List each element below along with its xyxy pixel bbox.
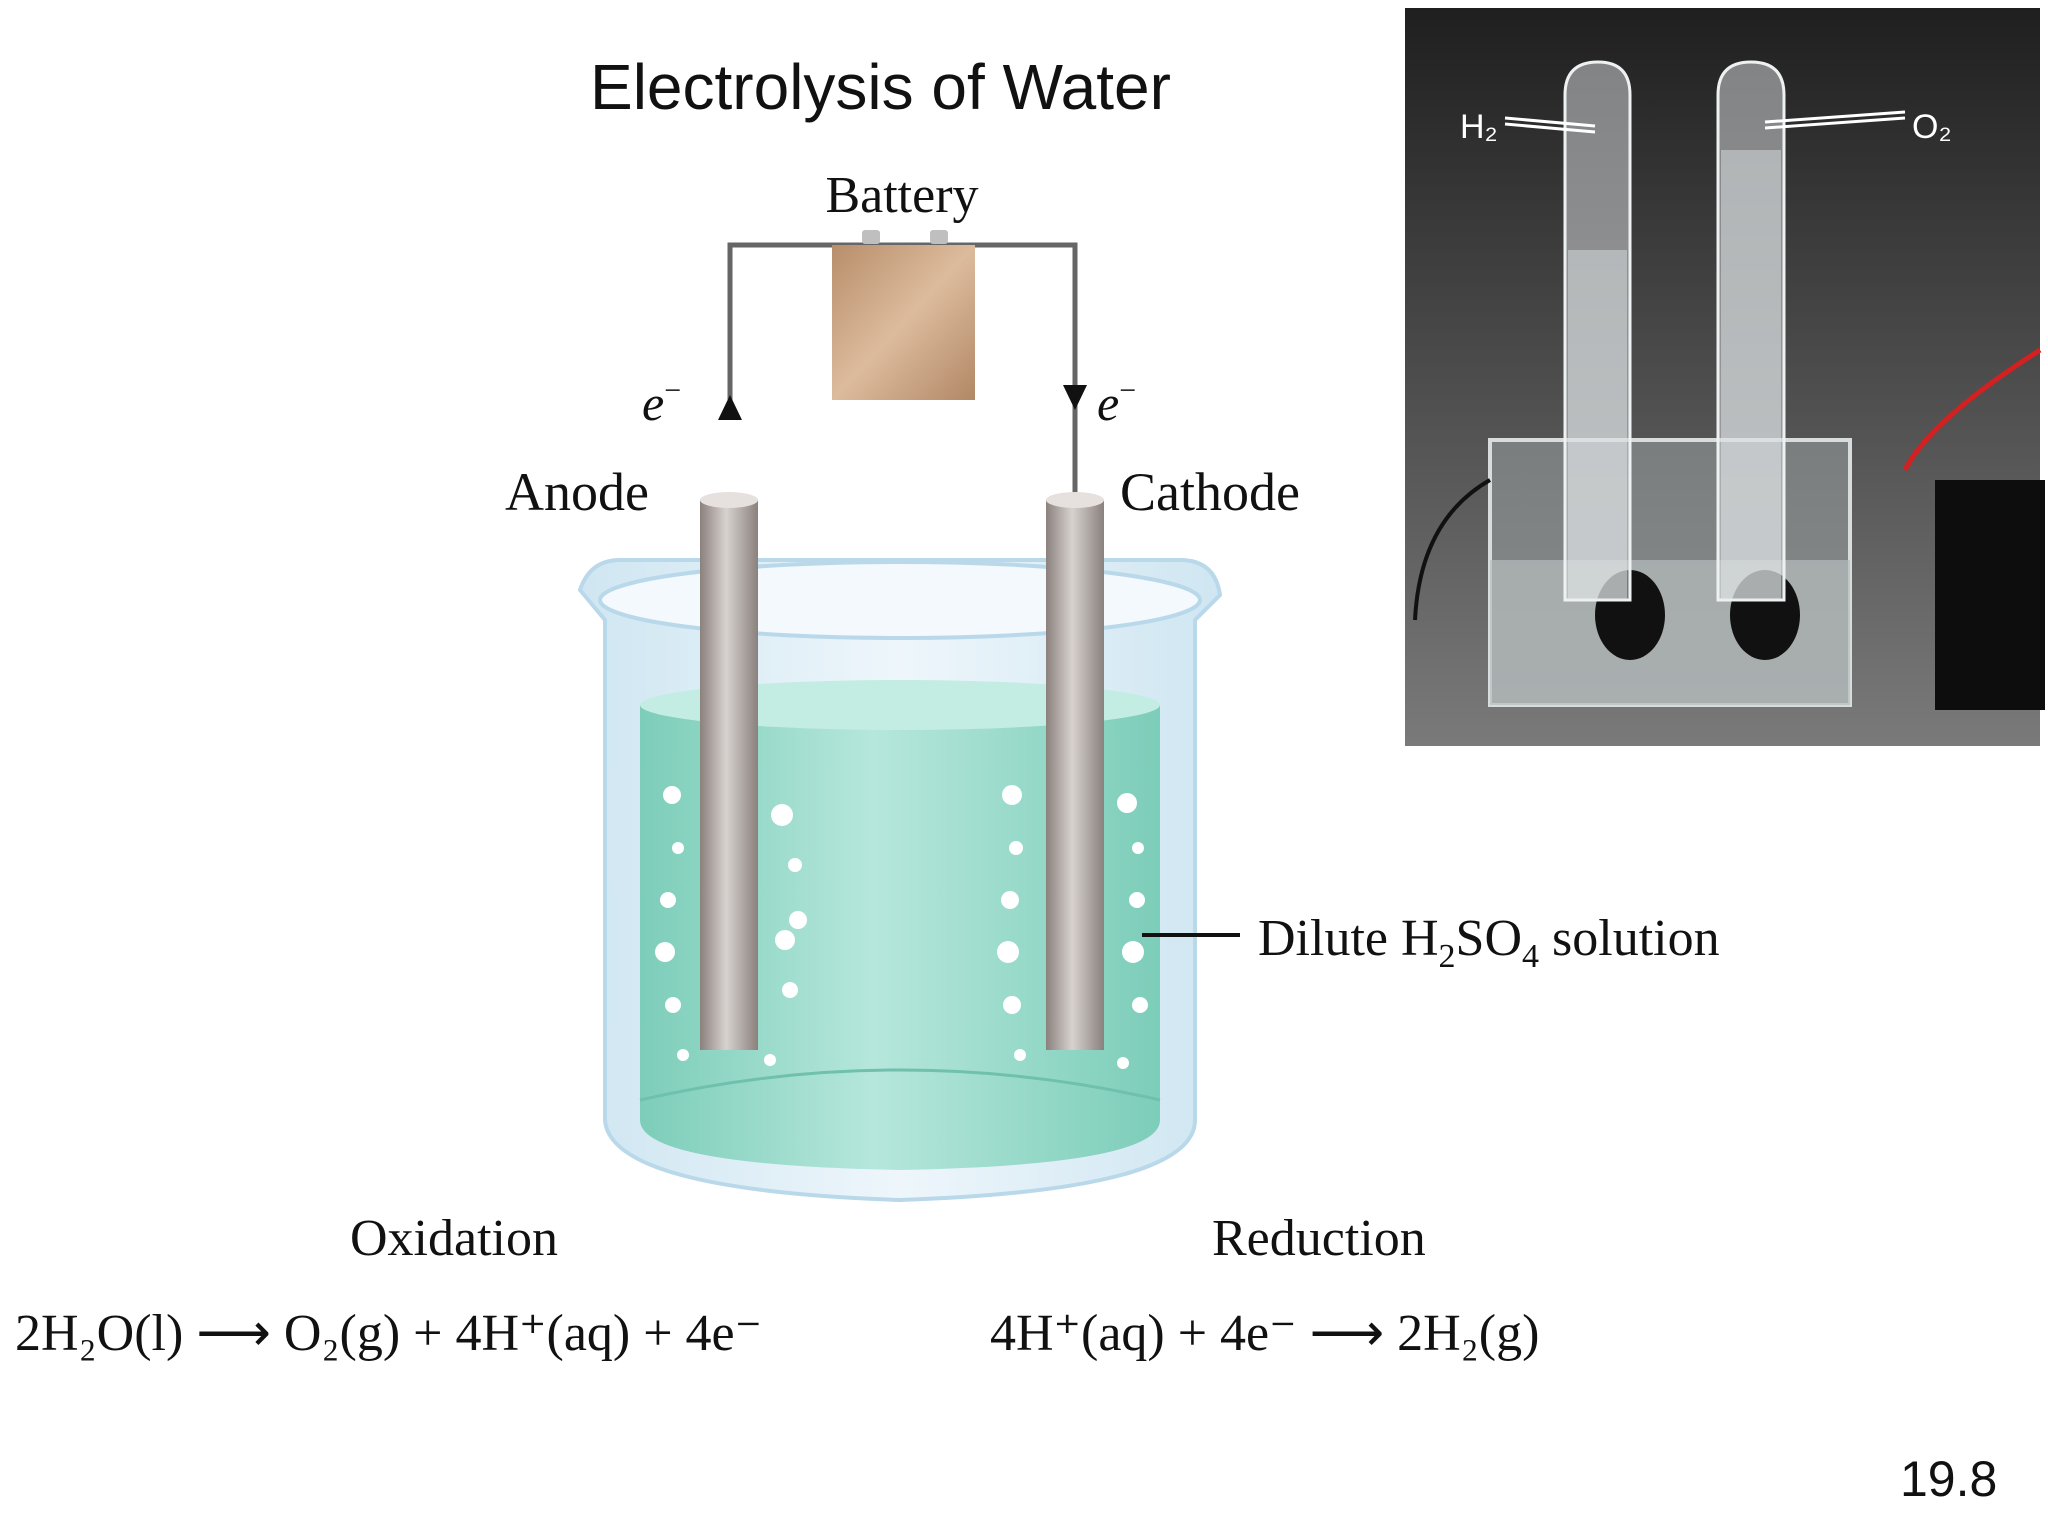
reduction-equation: 4H⁺(aq) + 4e⁻ ⟶ 2H₂(g) [990, 1305, 1539, 1362]
oxidation-equation: 2H₂O(l) ⟶ O₂(g) + 4H⁺(aq) + 4e⁻ [15, 1305, 762, 1362]
anode-label: Anode [505, 462, 649, 522]
cathode-electron-label: e− [1097, 374, 1136, 431]
reduction-label: Reduction [1212, 1210, 1426, 1267]
dilute-solution [640, 705, 1160, 1170]
photo-h2-label: H₂ [1460, 108, 1498, 146]
slide-number: 19.8 [1900, 1451, 1998, 1507]
cathode-arrow-icon [1063, 385, 1087, 410]
electrolysis-photo: H₂ O₂ [1405, 8, 2045, 746]
page-title: Electrolysis of Water [590, 51, 1171, 123]
battery [832, 230, 975, 400]
battery-label: Battery [825, 167, 978, 224]
anode-electrode [700, 492, 758, 1050]
anode-electron-label: e− [642, 374, 681, 431]
gas-bubbles [655, 785, 1148, 1069]
anode-arrow-icon [718, 395, 742, 420]
cathode-electrode [1046, 492, 1104, 1050]
photo-o2-label: O₂ [1912, 108, 1952, 146]
beaker [577, 558, 1223, 1203]
oxidation-label: Oxidation [350, 1210, 558, 1267]
cathode-label: Cathode [1120, 462, 1300, 522]
solution-label: Dilute H2SO4 solution [1258, 910, 1720, 975]
